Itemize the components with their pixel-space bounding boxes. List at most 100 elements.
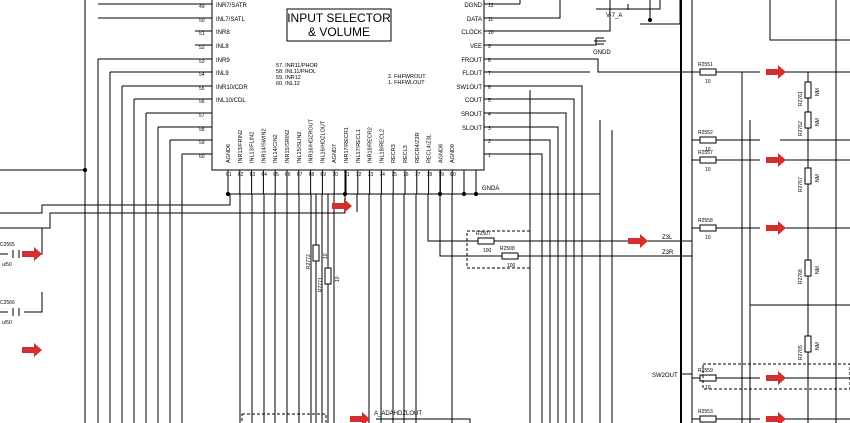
pin-number: 71 xyxy=(344,172,350,178)
pin-label: INR10/CDR xyxy=(216,85,248,91)
pin-label: INR7/SATR xyxy=(216,3,248,9)
wire xyxy=(500,126,559,423)
resistor-ref: R2761 xyxy=(798,91,804,106)
pin-label: AGND9 xyxy=(450,144,456,163)
net-label-a-adah: A_ADAHDZLOUT xyxy=(374,411,422,417)
net-label-sw2out: SW2OUT xyxy=(652,373,678,379)
inner-pin-note: 2. FHFWROUT xyxy=(388,74,426,80)
wire xyxy=(0,194,346,229)
net-label-v7a: V-7_A xyxy=(606,13,622,19)
pin-number: 67 xyxy=(297,172,303,178)
pin-label: INR16/HDZROUT xyxy=(309,118,315,163)
resistor-ref: R2551 xyxy=(698,62,713,68)
resistor-ref: R2552 xyxy=(698,130,713,136)
wire xyxy=(500,58,700,73)
pin-label: INR15/SRIN2 xyxy=(285,130,291,163)
resistor-ref: R2767 xyxy=(798,177,804,192)
pin-number: 1 xyxy=(488,153,491,159)
pin-label: AGND6 xyxy=(226,144,232,163)
capacitor-ref: C2565 xyxy=(0,242,15,248)
pin-number: 49 xyxy=(199,4,205,10)
pin-number: 55 xyxy=(199,86,205,92)
pin-number: 56 xyxy=(199,99,205,105)
pin-number: 5 xyxy=(488,98,491,104)
inner-pin-note: 1. FHFWLOUT xyxy=(388,80,425,86)
resistor xyxy=(804,81,812,99)
wire xyxy=(439,194,502,257)
wire xyxy=(376,418,471,423)
signal-arrow xyxy=(332,199,352,213)
pin-label: CLOCK xyxy=(461,30,482,36)
pin-label: INL8 xyxy=(216,44,229,50)
resistor xyxy=(699,224,717,232)
pin-label: INR14/SWIN2 xyxy=(261,128,267,163)
wire xyxy=(596,0,661,10)
resistor xyxy=(501,252,519,260)
pin-label: INL15/SLIN2 xyxy=(297,132,303,164)
resistor xyxy=(699,156,717,164)
pin-label: AGND8 xyxy=(438,144,444,163)
resistor-ref: R2558 xyxy=(698,218,713,224)
signal-arrow xyxy=(22,343,42,357)
pin-number: 11 xyxy=(488,17,493,23)
signal-arrow xyxy=(766,65,786,79)
resistor-ref: R2559 xyxy=(698,368,713,374)
resistor xyxy=(699,415,717,423)
resistor-value: NM xyxy=(815,342,821,350)
resistor-value: 10 xyxy=(705,147,711,153)
net-label-z3l: Z3L xyxy=(662,235,673,241)
resistor-ref: R2557 xyxy=(698,150,713,156)
resistor-ref: R2771 xyxy=(318,277,324,292)
pin-number: 59 xyxy=(199,140,205,146)
resistor-value: 100 xyxy=(507,263,516,269)
net-label-z3r: Z3R xyxy=(662,250,674,256)
pin-label: INL16/HDZLOUT xyxy=(320,120,326,163)
wire xyxy=(500,0,611,32)
wire xyxy=(427,194,478,242)
dashed-group xyxy=(702,363,850,390)
signal-arrow xyxy=(22,247,42,261)
pin-label: DATA xyxy=(467,17,482,23)
pin-label: DGND xyxy=(464,3,482,9)
pin-number: 57 xyxy=(199,113,205,119)
ic-outline xyxy=(211,0,485,171)
resistor-ref: R2553 xyxy=(698,409,713,415)
pin-number: 6 xyxy=(488,85,491,91)
pin-label: AGND7 xyxy=(332,144,338,163)
resistor-ref: R2762 xyxy=(798,121,804,136)
inner-pin-note: 58. INL11/PHOL xyxy=(276,69,316,75)
pin-number: 74 xyxy=(379,172,385,178)
pin-number: 3 xyxy=(488,126,491,132)
net-label-gnda: GNDA xyxy=(482,186,499,192)
wire xyxy=(500,153,543,423)
pin-label: SROUT xyxy=(461,112,482,118)
pin-label: RECL3 xyxy=(403,145,409,163)
capacitor-ref: C2566 xyxy=(0,300,15,306)
pin-number: 8 xyxy=(488,58,491,64)
wire xyxy=(24,292,43,313)
pin-label: INR9 xyxy=(216,58,230,64)
pin-number: 54 xyxy=(199,72,205,78)
pin-number: 80 xyxy=(450,172,456,178)
wire xyxy=(500,98,575,423)
pin-number: 79 xyxy=(438,172,444,178)
pin-label: INL10/CDL xyxy=(216,98,246,104)
wire xyxy=(24,228,43,255)
pin-number: 12 xyxy=(488,3,494,9)
resistor-value: 10 xyxy=(705,79,711,85)
pin-label: RECR3 xyxy=(391,144,397,163)
pin-number: 61 xyxy=(226,172,232,178)
pin-label: INR17/RECR1 xyxy=(344,127,350,163)
resistor-value: NM xyxy=(815,88,821,96)
resistor-value: 100 xyxy=(483,248,492,254)
pin-label: INL18/RECL2 xyxy=(379,129,385,163)
junction-dot xyxy=(473,191,479,197)
wire xyxy=(500,85,583,423)
resistor-value: 10 xyxy=(705,385,711,391)
pin-number: 77 xyxy=(415,172,421,178)
wire xyxy=(500,0,561,19)
capacitor-value: u/50 xyxy=(2,262,12,268)
